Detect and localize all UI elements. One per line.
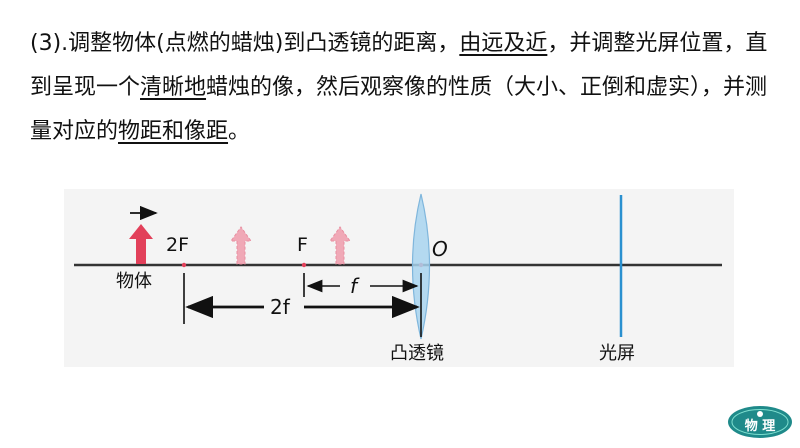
label-f: f xyxy=(350,274,360,298)
label-screen: 光屏 xyxy=(599,343,635,364)
point-2F xyxy=(181,262,187,268)
point-F xyxy=(301,262,307,268)
faded-candle-1 xyxy=(230,226,252,265)
underline-near-far: 由远及近 xyxy=(459,31,548,56)
label-O: O xyxy=(432,237,448,261)
faded-candle-2 xyxy=(329,226,351,265)
lens-diagram: 2F F O f 2f 物体 凸透镜 光屏 xyxy=(64,189,734,367)
label-lens: 凸透镜 xyxy=(390,343,444,364)
atom-icon xyxy=(757,411,763,417)
underline-clear: 清晰地 xyxy=(140,75,207,100)
subject-badge: 物 理 xyxy=(727,404,793,440)
instruction-part-2: ，并调整光屏位置，直到呈现一个 xyxy=(30,31,768,100)
badge-text: 物 理 xyxy=(745,418,776,434)
object-arrow xyxy=(129,224,153,264)
label-F: F xyxy=(297,234,308,256)
label-object: 物体 xyxy=(116,271,152,292)
label-2F: 2F xyxy=(166,234,189,256)
lens-diagram-svg: 2F F O f 2f 物体 凸透镜 光屏 xyxy=(74,193,722,364)
instruction-part-3: 蜡烛的像，然后观察像的性质（大小、正倒和虚实），并测量对应的 xyxy=(30,75,768,144)
instruction-part-4: 。 xyxy=(228,119,251,144)
badge-svg: 物 理 xyxy=(728,406,792,438)
underline-distances: 物距和像距 xyxy=(118,119,229,144)
instruction-text: (3).调整物体(点燃的蜡烛)到凸透镜的距离，由远及近，并调整光屏位置，直到呈现… xyxy=(30,22,780,154)
instruction-part-1: (3).调整物体(点燃的蜡烛)到凸透镜的距离， xyxy=(30,31,460,56)
label-2f: 2f xyxy=(270,295,291,319)
